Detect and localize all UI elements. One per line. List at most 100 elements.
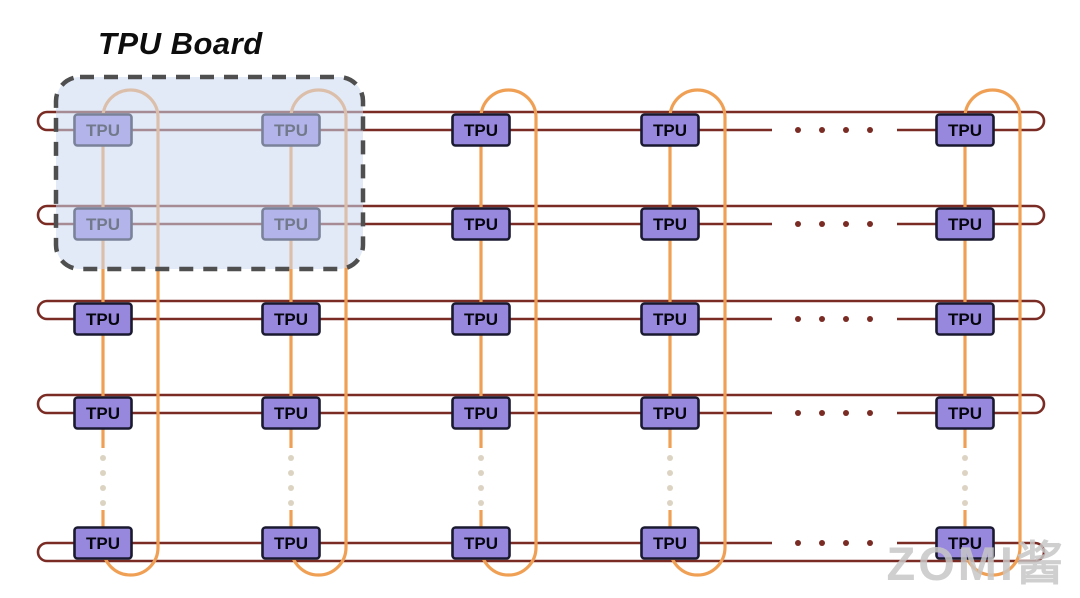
tpu-chip-box: [73, 302, 133, 336]
column-ellipsis-dot: [288, 485, 294, 491]
tpu-chip-label: TPU: [948, 534, 982, 553]
column-ellipsis-dot: [478, 485, 484, 491]
column-ellipsis-dot: [667, 470, 673, 476]
tpu-chip: TPU: [935, 207, 995, 241]
tpu-chip: TPU: [640, 302, 700, 336]
row-ellipsis-dot: [795, 127, 801, 133]
row-ellipsis-dot: [819, 316, 825, 322]
row-torus-link: [36, 299, 1046, 321]
tpu-chip-box: [640, 302, 700, 336]
tpu-chip-label: TPU: [653, 215, 687, 234]
tpu-chip-label: TPU: [653, 121, 687, 140]
row-ellipsis-dot: [795, 221, 801, 227]
column-ellipsis-dot: [962, 500, 968, 506]
row-ellipsis-dot: [795, 540, 801, 546]
tpu-chip-label: TPU: [464, 310, 498, 329]
row-ellipsis-dot: [819, 221, 825, 227]
tpu-chip-box: [640, 207, 700, 241]
tpu-chip: TPU: [640, 207, 700, 241]
column-ellipsis-dot: [100, 485, 106, 491]
column-ellipsis-dot: [100, 455, 106, 461]
tpu-chip: TPU: [935, 113, 995, 147]
column-ellipsis-dot: [288, 500, 294, 506]
tpu-chip: TPU: [935, 526, 995, 560]
tpu-chip-box: [640, 113, 700, 147]
row-ellipsis-dot: [795, 316, 801, 322]
tpu-chip-box: [935, 113, 995, 147]
tpu-chip-label: TPU: [653, 404, 687, 423]
tpu-chip-label: TPU: [948, 310, 982, 329]
tpu-chip-label: TPU: [464, 404, 498, 423]
column-ellipsis-dot: [667, 485, 673, 491]
tpu-chip-box: [261, 526, 321, 560]
tpu-chip-label: TPU: [86, 404, 120, 423]
tpu-chip: TPU: [73, 302, 133, 336]
watermark: ZOMI酱: [886, 537, 1066, 590]
column-ellipsis-dot: [288, 470, 294, 476]
tpu-chip: TPU: [935, 396, 995, 430]
tpu-chip-box: [261, 302, 321, 336]
row-ellipsis-dot: [843, 127, 849, 133]
row-ellipsis-dot: [867, 221, 873, 227]
tpu-chip: TPU: [73, 526, 133, 560]
tpu-chip: TPU: [261, 396, 321, 430]
row-ellipsis-dot: [867, 127, 873, 133]
row-torus-link: [36, 110, 1046, 132]
tpu-chip-box: [640, 396, 700, 430]
tpu-chip-label: TPU: [948, 404, 982, 423]
column-ellipsis-dot: [962, 485, 968, 491]
tpu-chip: TPU: [73, 396, 133, 430]
tpu-chip: TPU: [935, 302, 995, 336]
tpu-chip: TPU: [451, 302, 511, 336]
row-ellipsis-dot: [867, 540, 873, 546]
tpu-chip-label: TPU: [653, 534, 687, 553]
row-ellipsis-dot: [843, 410, 849, 416]
tpu-chip: TPU: [261, 302, 321, 336]
row-ellipsis-dot: [867, 316, 873, 322]
tpu-chip: TPU: [640, 526, 700, 560]
row-ellipsis-dot: [795, 410, 801, 416]
tpu-chip: TPU: [451, 526, 511, 560]
column-ellipsis-dot: [478, 500, 484, 506]
tpu-chip-box: [73, 526, 133, 560]
tpu-chip-box: [73, 396, 133, 430]
column-ellipsis-dot: [478, 455, 484, 461]
tpu-chip-label: TPU: [464, 534, 498, 553]
tpu-chip-box: [451, 207, 511, 241]
column-ellipsis-dot: [667, 455, 673, 461]
tpu-chip-label: TPU: [274, 404, 308, 423]
tpu-chip: TPU: [640, 113, 700, 147]
row-ellipsis-dot: [819, 127, 825, 133]
tpu-chip-label: TPU: [464, 215, 498, 234]
tpu-chip-label: TPU: [274, 534, 308, 553]
column-ellipsis-dot: [288, 455, 294, 461]
column-ellipsis-dot: [100, 500, 106, 506]
tpu-chip-box: [451, 302, 511, 336]
tpu-chip-box: [451, 113, 511, 147]
tpu-chip-box: [935, 302, 995, 336]
row-ellipsis-dot: [819, 410, 825, 416]
row-ellipsis-dot: [819, 540, 825, 546]
tpu-chip: TPU: [451, 396, 511, 430]
row-ellipsis-dot: [843, 316, 849, 322]
row-torus-link: [36, 393, 1046, 415]
column-ellipsis-dot: [962, 455, 968, 461]
column-ellipsis-dot: [667, 500, 673, 506]
tpu-chip: TPU: [640, 396, 700, 430]
tpu-chip-label: TPU: [86, 310, 120, 329]
row-ellipsis-dot: [843, 540, 849, 546]
tpu-chip-box: [935, 207, 995, 241]
tpu-chip-box: [451, 526, 511, 560]
tpu-chip-box: [935, 396, 995, 430]
tpu-chip-label: TPU: [948, 121, 982, 140]
column-ellipsis-dot: [962, 470, 968, 476]
tpu-chip-box: [261, 396, 321, 430]
column-ellipsis-dot: [478, 470, 484, 476]
row-ellipsis-dot: [867, 410, 873, 416]
tpu-chip-label: TPU: [653, 310, 687, 329]
tpu-chip-label: TPU: [464, 121, 498, 140]
tpu-chip: TPU: [261, 526, 321, 560]
board-title: TPU Board: [98, 26, 263, 61]
row-ellipsis-dot: [843, 221, 849, 227]
